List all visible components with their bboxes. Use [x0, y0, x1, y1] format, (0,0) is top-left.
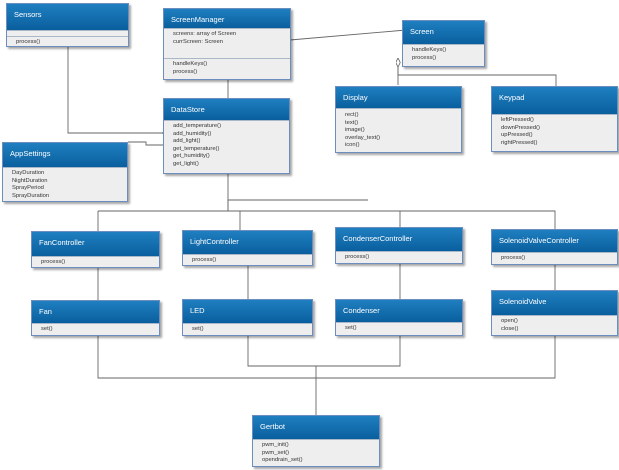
method: close()	[501, 325, 519, 332]
class-screen-manager-methods: handleKeys() process()	[164, 58, 290, 78]
class-condenser-controller-methods: process()	[336, 251, 462, 264]
method: process()	[173, 68, 198, 75]
class-solenoid-valve-methods: open() close()	[492, 315, 617, 335]
method: get_temperature()	[173, 145, 220, 152]
valve-gertbot-link	[316, 336, 556, 379]
attribute: SprayDuration	[12, 192, 50, 199]
method: overlay_text()	[345, 134, 381, 141]
class-keypad-name: Keypad	[492, 87, 617, 114]
method: add_light()	[173, 138, 201, 145]
method: add_humidity()	[173, 130, 212, 137]
class-datastore-methods: add_temperature() add_humidity() add_lig…	[164, 120, 289, 171]
class-app-settings-name: AppSettings	[3, 143, 127, 167]
method: rect()	[345, 112, 359, 118]
class-screen-name: Screen	[403, 21, 484, 44]
class-fan-controller-methods: process()	[32, 256, 159, 269]
method: icon()	[345, 142, 360, 149]
class-sensors-name: Sensors	[7, 4, 128, 30]
class-solenoid-valve-controller-methods: process()	[492, 252, 617, 265]
class-condenser-name: Condenser	[336, 300, 462, 322]
method: process()	[412, 54, 437, 61]
class-screen-manager[interactable]: ScreenManager screens: array of Screen c…	[163, 8, 291, 80]
class-screen-manager-name: ScreenManager	[164, 9, 290, 28]
class-fan-name: Fan	[32, 301, 159, 323]
method: leftPressed()	[501, 117, 534, 123]
method: get_humidity()	[173, 153, 210, 160]
class-display[interactable]: Display rect() text() image() overlay_te…	[335, 86, 462, 153]
class-fan-controller[interactable]: FanController process()	[31, 231, 160, 268]
method: process()	[192, 257, 217, 263]
condenser-gertbot-link	[316, 336, 401, 367]
method: rightPressed()	[501, 139, 538, 146]
method: process()	[501, 255, 526, 261]
class-app-settings[interactable]: AppSettings DayDuration NightDuration Sp…	[2, 142, 128, 202]
class-screen-methods: handleKeys() process()	[403, 44, 484, 64]
class-light-controller-name: LightController	[183, 231, 312, 254]
method: opendrain_set()	[262, 457, 303, 464]
class-led-name: LED	[183, 300, 312, 323]
screen-keypad-link	[397, 67, 557, 86]
class-app-settings-attributes: DayDuration NightDuration SprayPeriod Sp…	[3, 167, 127, 202]
class-light-controller[interactable]: LightController process()	[182, 230, 313, 266]
method: process()	[16, 39, 41, 45]
sensors-datastore-link	[67, 47, 162, 133]
class-solenoid-valve-name: SolenoidValve	[492, 291, 617, 315]
method: text()	[345, 119, 359, 126]
class-solenoid-valve-controller-name: SolenoidValveController	[492, 230, 617, 252]
attribute: SprayPeriod	[12, 185, 44, 192]
fan-gertbot-link	[97, 336, 316, 379]
method: handleKeys()	[173, 61, 208, 67]
method: set()	[192, 326, 204, 332]
class-condenser-controller-name: CondenserController	[336, 228, 462, 251]
method: upPressed()	[501, 132, 533, 139]
method: set()	[41, 326, 53, 332]
method: set()	[345, 325, 357, 331]
method: image()	[345, 127, 365, 134]
class-condenser-methods: set()	[336, 322, 462, 335]
class-gertbot-name: Gertbot	[253, 416, 379, 439]
method: downPressed()	[501, 124, 540, 131]
attribute: screens: array of Screen	[173, 31, 237, 37]
method: add_temperature()	[173, 123, 222, 129]
controllers-bus	[97, 199, 556, 231]
class-datastore-name: DataStore	[164, 99, 289, 120]
class-gertbot[interactable]: Gertbot pwm_init() pwm_set() opendrain_s…	[252, 415, 380, 467]
screen-manager-screen-link	[290, 29, 407, 40]
class-solenoid-valve-controller[interactable]: SolenoidValveController process()	[491, 229, 618, 265]
class-sensors-attributes	[7, 30, 128, 36]
class-condenser-controller[interactable]: CondenserController process()	[335, 227, 463, 264]
class-sensors-methods: process()	[7, 36, 128, 49]
method: get_light()	[173, 160, 199, 167]
attribute: NightDuration	[12, 177, 48, 184]
method: open()	[501, 318, 518, 324]
class-datastore[interactable]: DataStore add_temperature() add_humidity…	[163, 98, 290, 174]
method: process()	[41, 259, 66, 265]
class-keypad[interactable]: Keypad leftPressed() downPressed() upPre…	[491, 86, 618, 152]
method: pwm_set()	[262, 449, 290, 456]
class-led-methods: set()	[183, 323, 312, 336]
class-solenoid-valve[interactable]: SolenoidValve open() close()	[491, 290, 618, 336]
class-gertbot-methods: pwm_init() pwm_set() opendrain_set()	[253, 439, 379, 467]
method: handleKeys()	[412, 47, 447, 53]
led-gertbot-link	[247, 336, 316, 367]
class-fan[interactable]: Fan set()	[31, 300, 160, 336]
class-condenser[interactable]: Condenser set()	[335, 299, 463, 336]
class-screen-manager-attributes: screens: array of Screen currScreen: Scr…	[164, 28, 290, 58]
appsettings-datastore-link	[128, 141, 163, 146]
class-light-controller-methods: process()	[183, 254, 312, 267]
class-fan-controller-name: FanController	[32, 232, 159, 256]
class-led[interactable]: LED set()	[182, 299, 313, 336]
attribute: DayDuration	[12, 170, 45, 176]
method: pwm_init()	[262, 442, 289, 448]
attribute: currScreen: Screen	[173, 38, 223, 45]
class-keypad-methods: leftPressed() downPressed() upPressed() …	[492, 114, 617, 149]
class-fan-methods: set()	[32, 323, 159, 336]
class-display-name: Display	[336, 87, 461, 108]
class-sensors[interactable]: Sensors process()	[6, 3, 129, 47]
class-display-methods: rect() text() image() overlay_text() ico…	[336, 108, 461, 152]
class-screen[interactable]: Screen handleKeys() process()	[402, 20, 485, 67]
method: process()	[345, 254, 370, 260]
